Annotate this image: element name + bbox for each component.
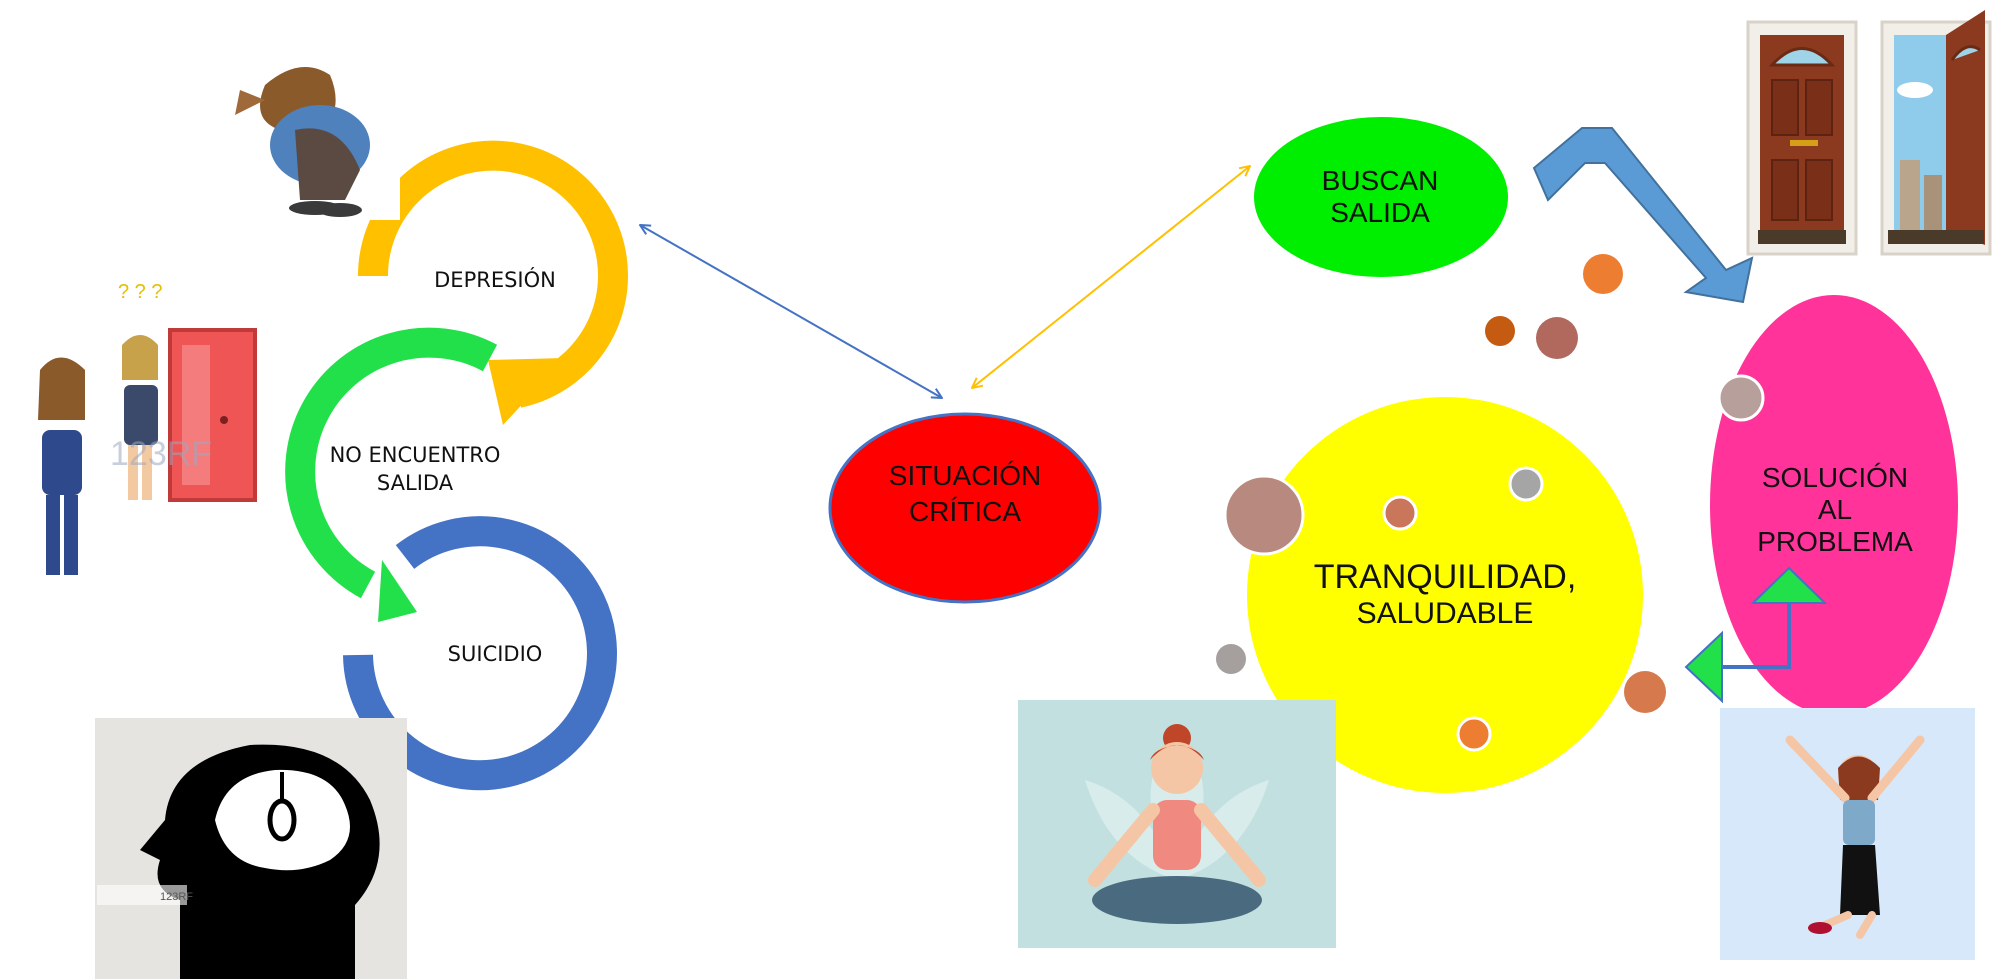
happy-woman-illustration bbox=[1720, 708, 1975, 960]
bubble bbox=[1624, 671, 1666, 713]
closed-door-illustration bbox=[1746, 20, 1858, 256]
bubble bbox=[1536, 317, 1578, 359]
solucion-problema-label: SOLUCIÓN AL PROBLEMA bbox=[1740, 462, 1930, 559]
cycle-label-no-encuentro: NO ENCUENTRO SALIDA bbox=[300, 443, 530, 495]
women-door-illustration: ? ? ? bbox=[38, 281, 257, 575]
suicide-thought-photo bbox=[95, 718, 407, 979]
meditation-illustration bbox=[1018, 700, 1336, 948]
bent-arrow-to-solucion bbox=[1532, 127, 1754, 304]
bubble bbox=[1717, 374, 1765, 422]
tranquilidad-node bbox=[1247, 397, 1643, 793]
cycle-arrow-no-encuentro bbox=[285, 327, 498, 622]
bubble bbox=[1456, 716, 1492, 752]
bubble bbox=[1382, 495, 1418, 531]
buscan-salida-node bbox=[1254, 117, 1508, 277]
cycle-label-suicidio: SUICIDIO bbox=[447, 642, 543, 666]
situacion-critica-label: SITUACIÓN CRÍTICA bbox=[855, 460, 1075, 528]
solucion-problema-line1: SOLUCIÓN bbox=[1761, 462, 1909, 493]
bubble bbox=[1583, 254, 1623, 294]
watermark-rf: 123RF bbox=[110, 435, 212, 473]
bubble bbox=[1485, 316, 1515, 346]
open-door-illustration bbox=[1880, 10, 1992, 256]
return-arrow-to-tranquilidad bbox=[1684, 566, 1828, 704]
tranquilidad-line2: SALUDABLE bbox=[1356, 597, 1534, 631]
buscan-salida-line2: SALIDA bbox=[1330, 197, 1430, 229]
bubble bbox=[1508, 466, 1544, 502]
cycle-label-depresion: DEPRESIÓN bbox=[434, 268, 556, 292]
watermark-suicide-photo: 123RF bbox=[160, 891, 193, 903]
solucion-problema-line3: PROBLEMA bbox=[1757, 526, 1913, 558]
sad-woman-illustration bbox=[210, 50, 400, 220]
connector-arrow-depresion-situacion bbox=[640, 225, 942, 398]
solucion-problema-line2: AL bbox=[1817, 494, 1853, 526]
bubble bbox=[1223, 474, 1305, 556]
buscan-salida-label: BUSCAN SALIDA bbox=[1280, 165, 1480, 229]
cycle-label-no-encuentro-line1: NO ENCUENTRO bbox=[329, 443, 501, 467]
situacion-critica-node bbox=[828, 412, 1102, 604]
tranquilidad-label: TRANQUILIDAD, SALUDABLE bbox=[1270, 558, 1620, 632]
cycle-label-no-encuentro-line2: SALIDA bbox=[376, 471, 454, 496]
cycle-arrow-depresion bbox=[357, 140, 628, 425]
tranquilidad-line1: TRANQUILIDAD, bbox=[1313, 558, 1577, 596]
decorative-bubbles bbox=[1216, 254, 1765, 752]
connector-arrow-situacion-buscan bbox=[972, 166, 1250, 388]
svg-text:? ? ?: ? ? ? bbox=[118, 281, 162, 303]
situacion-critica-line1: SITUACIÓN bbox=[888, 460, 1042, 491]
buscan-salida-line1: BUSCAN bbox=[1321, 165, 1439, 196]
situacion-critica-line2: CRÍTICA bbox=[909, 496, 1021, 528]
bubble bbox=[1216, 644, 1246, 674]
solucion-problema-node bbox=[1710, 295, 1958, 715]
